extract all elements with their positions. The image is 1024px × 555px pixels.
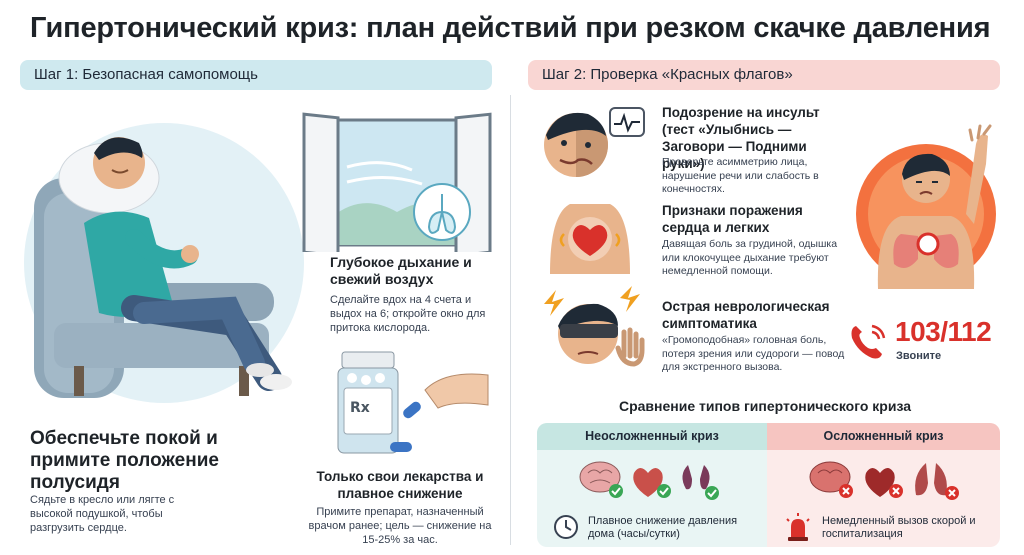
uncomplicated-header: Неосложненный криз (537, 423, 767, 450)
flag-heart-text: Давящая боль за грудиной, одышка или кло… (662, 238, 838, 277)
emergency-number: 103/112 (895, 316, 992, 347)
brain-icon (579, 461, 623, 498)
flag-neuro-text: «Громоподобная» головная боль, потеря зр… (662, 334, 845, 373)
headache-icon (544, 286, 645, 367)
step2-header: Шаг 2: Проверка «Красных флагов» (528, 60, 1000, 90)
breath-text: Сделайте вдох на 4 счета и выдох на 6; о… (330, 294, 486, 334)
damaged-lungs-icon (915, 463, 959, 500)
column-divider (510, 95, 511, 545)
emergency-label: Звоните (896, 350, 942, 362)
complicated-header: Осложненный криз (767, 423, 1000, 450)
face-asymmetry-icon (544, 107, 645, 177)
flag-heart-title: Признаки поражения сердца и легких (662, 203, 803, 235)
pill-bottle-illustration: Rx (337, 351, 489, 454)
siren-icon (786, 513, 810, 541)
page-title: Гипертонический криз: план действий при … (30, 12, 991, 44)
breath-title: Глубокое дыхание и свежий воздух (330, 254, 472, 287)
rx-label: Rx (350, 400, 370, 416)
kidneys-icon (682, 465, 719, 500)
rest-title: Обеспечьте покой и примите положение пол… (30, 428, 219, 493)
flag-stroke-title: Подозрение на инсульт (тест «Улыбнись — … (662, 105, 820, 171)
flag-neuro-title: Острая неврологическая симптоматика (662, 299, 830, 331)
meds-title: Только свои лекарства и плавное снижение (316, 469, 484, 501)
damaged-organs-icons (809, 461, 959, 500)
armchair-illustration (24, 123, 304, 403)
heart-icon (633, 468, 671, 498)
damaged-brain-icon (809, 461, 853, 498)
meds-text: Примите препарат, назначенный врачом ран… (308, 506, 492, 546)
flag-stroke-text: Проверьте асимметрию лица, нарушение реч… (662, 156, 819, 195)
open-window-illustration (302, 112, 492, 252)
healthy-organs-icons (579, 461, 719, 500)
step1-header: Шаг 1: Безопасная самопомощь (20, 60, 492, 90)
uncomplicated-note: Плавное снижение давления дома (часы/сут… (588, 515, 738, 540)
comparison-title: Сравнение типов гипертонического криза (618, 398, 912, 414)
clock-icon (554, 515, 578, 539)
heart-chest-icon (550, 204, 630, 274)
damaged-heart-icon (865, 468, 903, 498)
patient-chest-pain-illustration (856, 124, 996, 289)
rest-text: Сядьте в кресло или лягте с высокой поду… (30, 494, 175, 534)
complicated-note: Немедленный вызов скорой и госпитализаци… (822, 515, 976, 540)
phone-call-icon (851, 324, 886, 359)
